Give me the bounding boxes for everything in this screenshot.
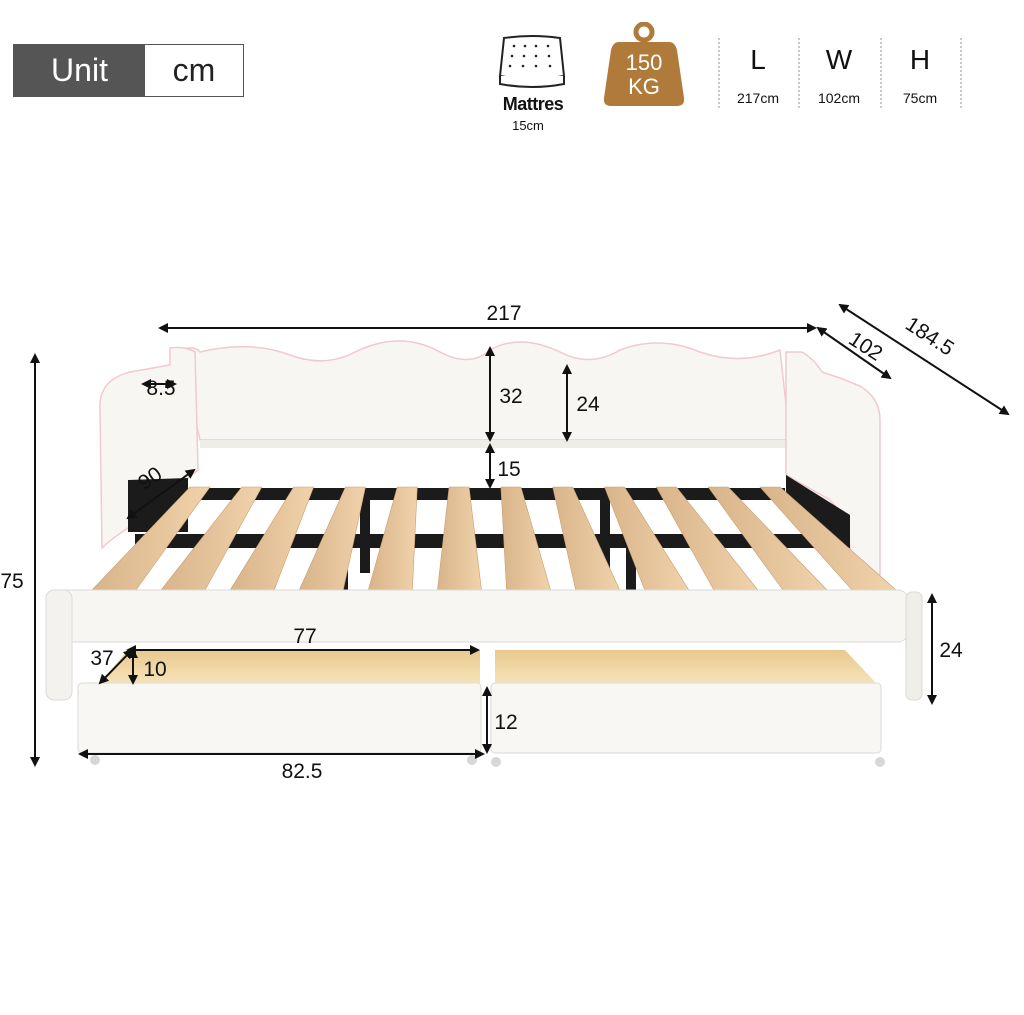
- weight-unit: KG: [628, 74, 660, 99]
- drawer-height-label: 12: [494, 711, 517, 734]
- bed-backrest: [179, 340, 791, 441]
- drawer-left: [77, 650, 482, 765]
- spec-letter: W: [825, 44, 853, 75]
- unit-label: Unit: [14, 45, 145, 96]
- weight-value: 150: [626, 50, 663, 75]
- bed-left-arm: [99, 346, 199, 550]
- unit-indicator: Unit cm: [13, 44, 244, 97]
- drawer-front-width-label: 82.5: [282, 760, 323, 783]
- spec-height: H 75cm: [888, 44, 952, 107]
- total-height-label: 75: [0, 570, 23, 593]
- backrest-height-label: 32: [499, 385, 522, 408]
- separator: [960, 38, 962, 108]
- spec-value: 102cm: [817, 90, 861, 106]
- backrest-inner-label: 24: [576, 393, 600, 416]
- width-label: 102: [845, 327, 887, 365]
- separator: [798, 38, 800, 108]
- separator: [880, 38, 882, 108]
- weight-icon: 150 KG: [603, 22, 685, 106]
- length-label: 217: [486, 302, 521, 325]
- separator: [718, 38, 720, 108]
- mattress-thickness: 15cm: [512, 118, 544, 133]
- arm-depth-line: [126, 468, 196, 520]
- spec-value: 217cm: [736, 90, 780, 106]
- extended-width-dimension-line: [838, 303, 1010, 416]
- mattress-label: Mattres: [502, 94, 564, 114]
- drawer-width-label: 77: [293, 625, 316, 648]
- spec-letter: H: [909, 44, 931, 75]
- drawer-inner-height-label: 10: [143, 658, 166, 681]
- slat: [437, 486, 482, 591]
- slat-gap-label: 15: [497, 458, 520, 481]
- unit-value: cm: [145, 45, 243, 96]
- extended-width-label: 184.5: [901, 313, 958, 361]
- drawer-right: [490, 650, 885, 767]
- spec-length: L 217cm: [726, 44, 790, 107]
- mattress-icon: [498, 35, 566, 88]
- drawer-depth-label: 37: [90, 647, 113, 670]
- spec-letter: L: [750, 44, 766, 75]
- drawer-depth-line: [98, 648, 134, 685]
- spec-width: W 102cm: [806, 44, 872, 107]
- spec-value: 75cm: [902, 90, 938, 106]
- rail-height-label: 24: [939, 639, 963, 662]
- arm-thickness-label: 8.5: [146, 377, 175, 400]
- bed-front-rail: [45, 589, 909, 643]
